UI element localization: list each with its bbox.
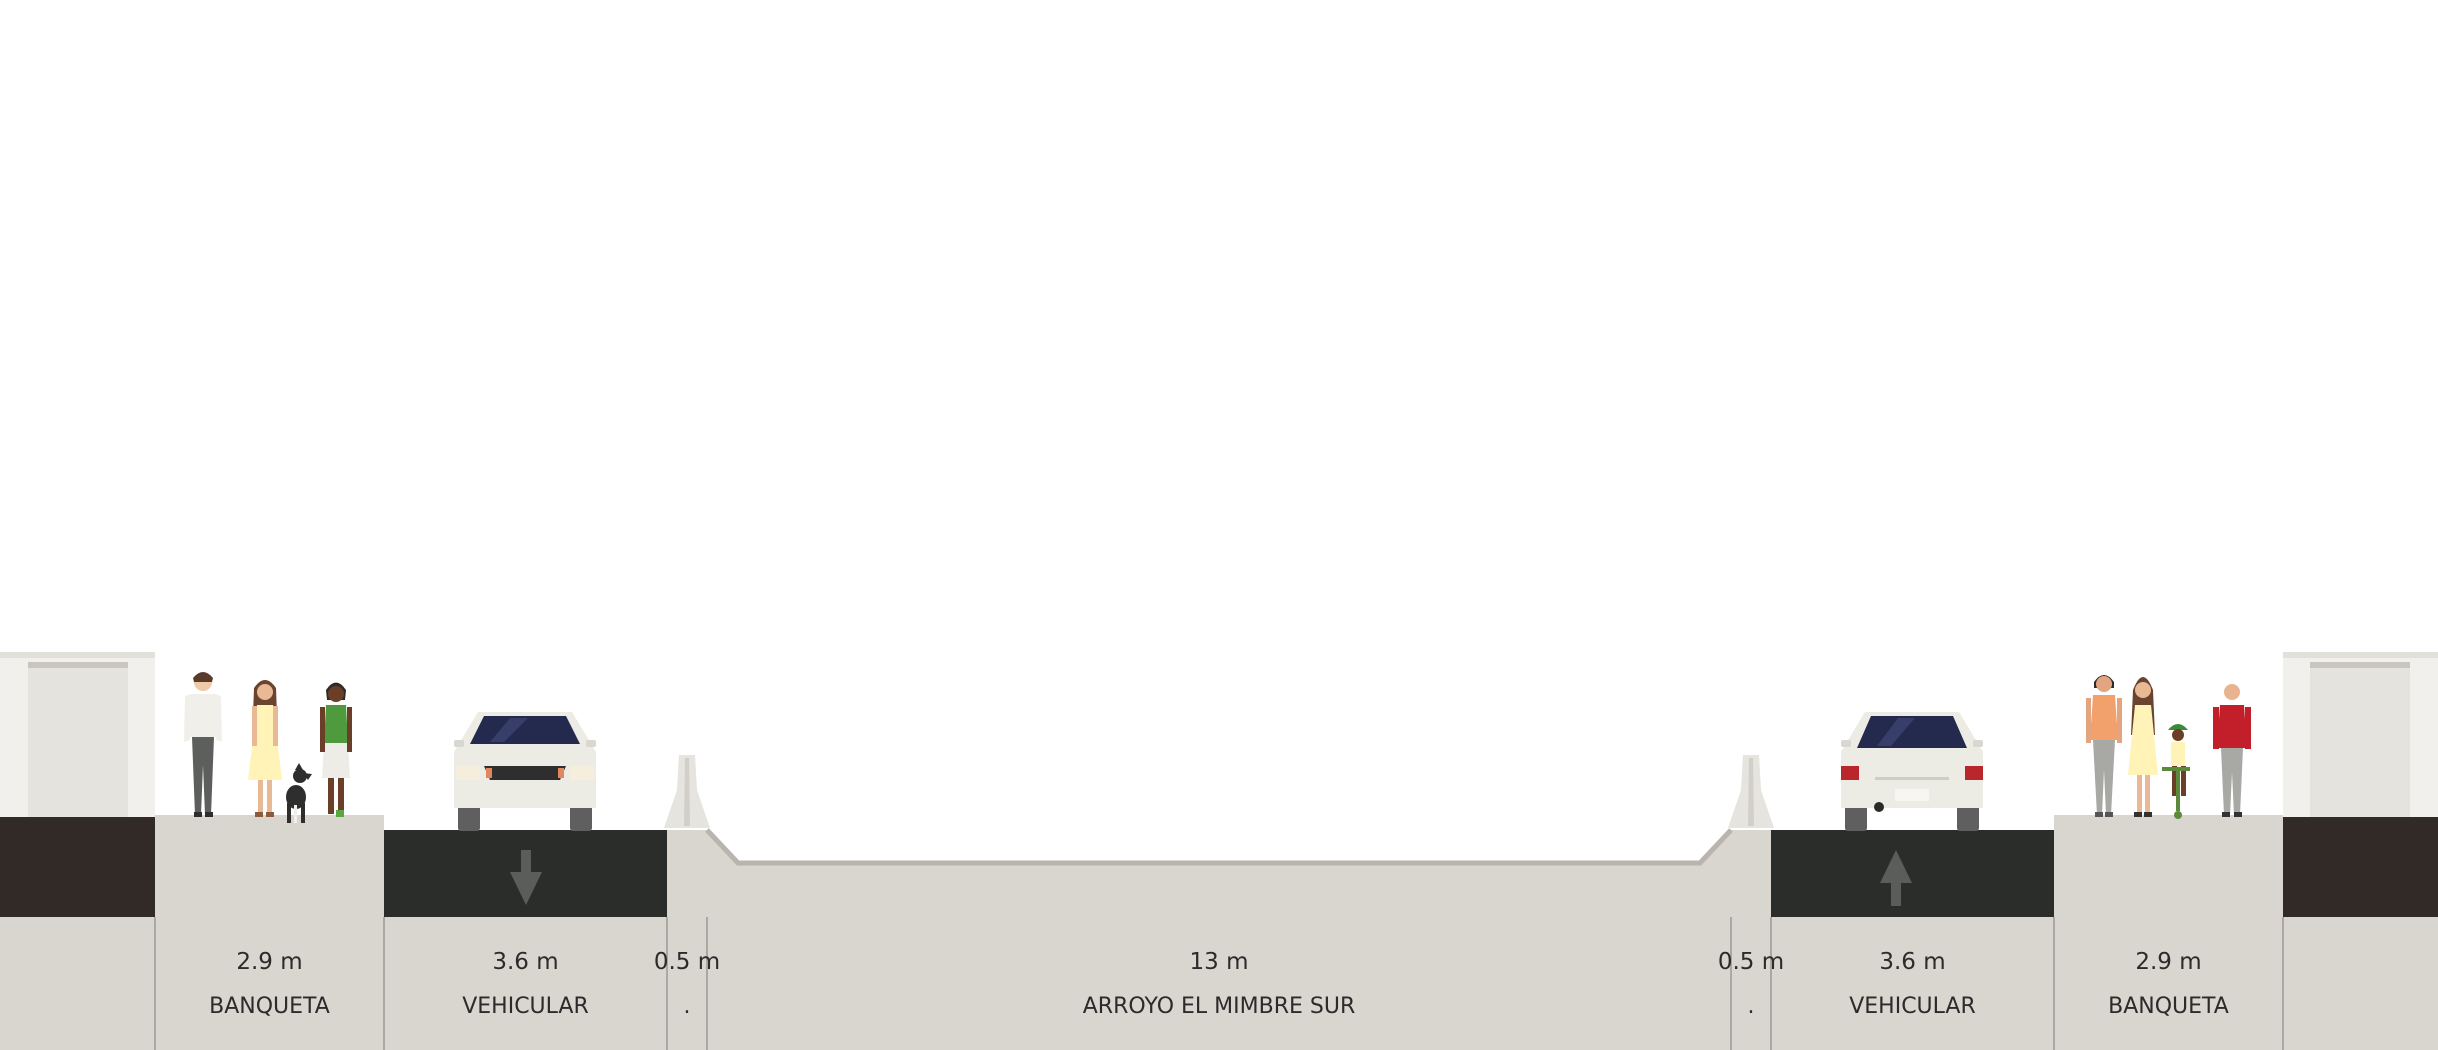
- pedestrian-icon: [2086, 675, 2122, 817]
- building-icon: [2283, 652, 2438, 917]
- scooter-child-icon: [2162, 724, 2190, 819]
- segment-name-channel: ARROYO EL MIMBRE SUR: [1082, 994, 1356, 1019]
- segment-width-lane-left: 3.6 m: [492, 949, 559, 975]
- segment-name-sidewalk-left: BANQUETA: [209, 994, 330, 1019]
- pedestrian-icon: [184, 672, 222, 817]
- arrow-up-icon: [1880, 850, 1912, 906]
- segment-width-buffer-right: 0.5 m: [1717, 949, 1785, 975]
- pedestrian-icon: [320, 682, 352, 817]
- pedestrian-icon: [2128, 677, 2158, 817]
- dog-icon: [286, 763, 312, 823]
- sidewalk-left-surface: [155, 815, 384, 917]
- jersey-barrier-icon: [1728, 755, 1774, 828]
- pedestrian-icon: [248, 680, 282, 817]
- lane-left-surface: [384, 830, 707, 917]
- segment-name-lane-right: VEHICULAR: [1849, 994, 1976, 1019]
- buffer-left-surface: [667, 830, 707, 917]
- jersey-barrier-icon: [664, 755, 710, 828]
- segment-width-sidewalk-right: 2.9 m: [2135, 949, 2202, 975]
- car-rear-icon: [1841, 712, 1983, 831]
- arrow-down-icon: [510, 850, 542, 905]
- segment-dividers: [154, 917, 2284, 1050]
- segment-width-lane-right: 3.6 m: [1879, 949, 1946, 975]
- channel-bed: [705, 828, 1733, 917]
- ground-band: [0, 916, 2438, 1050]
- buffer-right-surface: [1731, 830, 1771, 917]
- car-front-icon: [454, 712, 596, 831]
- segment-name-buffer-right: .: [1747, 994, 1755, 1019]
- segment-width-channel: 13 m: [1189, 949, 1249, 975]
- segment-name-sidewalk-right: BANQUETA: [2108, 994, 2229, 1019]
- segment-name-buffer-left: .: [683, 994, 691, 1019]
- building-icon: [0, 652, 155, 917]
- segment-name-lane-left: VEHICULAR: [462, 994, 589, 1019]
- segment-width-sidewalk-left: 2.9 m: [236, 949, 303, 975]
- pedestrian-icon: [2213, 684, 2251, 817]
- sidewalk-right-surface: [2054, 815, 2283, 917]
- segment-width-buffer-left: 0.5 m: [653, 949, 721, 975]
